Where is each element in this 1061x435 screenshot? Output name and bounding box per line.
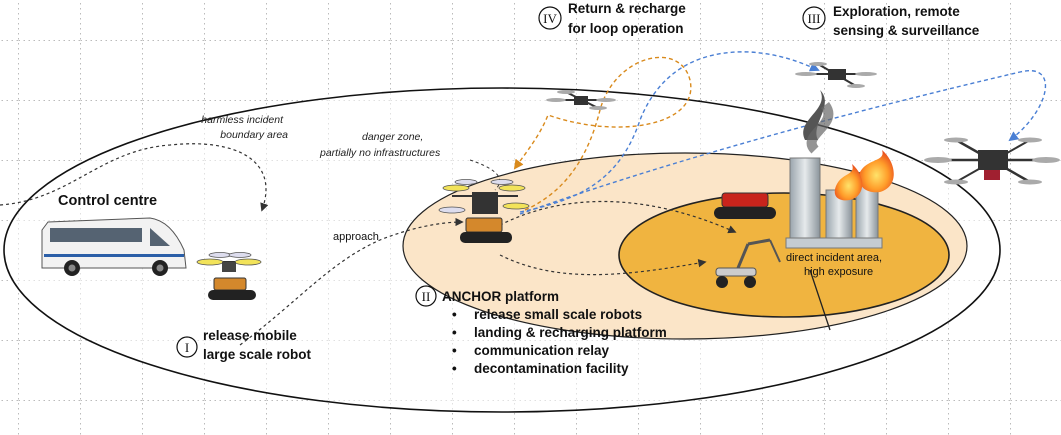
step-4-badge	[538, 6, 562, 30]
step-1-numeral: I	[185, 340, 189, 355]
step-1-line1: release mobile	[203, 328, 297, 343]
industrial-plant-icon	[785, 90, 894, 249]
step-2-bullet-list: • release small scale robots • landing &…	[452, 307, 667, 376]
control-centre-label: Control centre	[58, 193, 157, 209]
harmless-area-label-1: harmless incident	[201, 114, 284, 126]
step-2-title: ANCHOR platform	[442, 289, 559, 304]
explore-arrow-up	[519, 51, 820, 213]
step-3-badge	[802, 6, 826, 30]
harmless-area-label-2: boundary area	[220, 129, 288, 141]
step-1-badge	[176, 336, 198, 358]
anchor-platform-icon	[438, 179, 530, 243]
path-platform-to-tank	[499, 200, 737, 234]
return-loop-arrow	[513, 56, 692, 211]
step-1-line2: large scale robot	[203, 347, 312, 362]
control-centre-van-icon	[41, 217, 187, 276]
exploration-drone-icon	[795, 62, 877, 88]
arm-robot-icon	[715, 238, 781, 288]
step-4-line1: Return & recharge	[568, 1, 686, 16]
step-2-bullet: landing & recharging platform	[474, 325, 667, 340]
step-3-numeral: III	[808, 11, 821, 26]
step-2-numeral: II	[422, 289, 431, 304]
path-approach	[239, 217, 464, 346]
explore-arrow-right	[519, 69, 1047, 215]
step-2-bullet: communication relay	[474, 343, 610, 358]
approach-label: approach	[333, 231, 379, 243]
step-3-line1: Exploration, remote	[833, 4, 960, 19]
step-2-bullet: decontamination facility	[474, 361, 629, 376]
danger-zone-label-2: partially no infrastructures	[319, 147, 441, 159]
direct-incident-zone	[618, 192, 950, 318]
returning-drone-icon	[546, 90, 616, 110]
path-control-to-robot	[0, 143, 269, 212]
step-3-line2: sensing & surveillance	[833, 23, 980, 38]
path-platform-to-arm	[499, 254, 707, 276]
step-2-bullet: release small scale robots	[474, 307, 642, 322]
direct-area-label-1: direct incident area,	[786, 252, 882, 264]
surveillance-drone-icon	[924, 137, 1060, 185]
direct-area-label-2: high exposure	[804, 266, 873, 278]
step-4-line2: for loop operation	[568, 21, 684, 36]
path-danger-label-pointer	[469, 159, 501, 191]
bullet-marker: •	[452, 361, 457, 376]
bullet-marker: •	[452, 343, 457, 358]
step-2-badge	[415, 285, 437, 307]
direct-area-leader	[809, 269, 831, 331]
step-4-numeral: IV	[543, 11, 557, 26]
red-tracked-robot-icon	[714, 192, 776, 219]
bullet-marker: •	[452, 307, 457, 322]
bullet-marker: •	[452, 325, 457, 340]
danger-zone-label-1: danger zone,	[362, 131, 423, 143]
large-robot-drone-icon	[196, 252, 262, 300]
